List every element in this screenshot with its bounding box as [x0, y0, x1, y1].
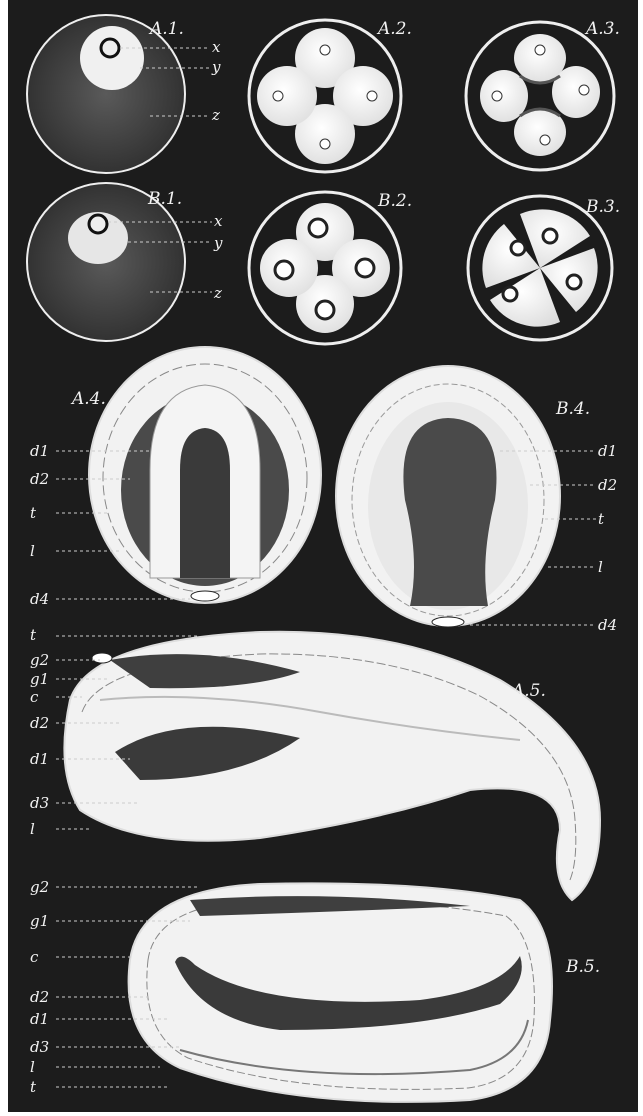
- b5-label-c: c: [30, 948, 39, 966]
- a1-nucleus: [101, 39, 119, 57]
- a4-label-d4: d4: [30, 590, 49, 608]
- a4-label-d1: d1: [30, 442, 49, 460]
- a5-label-d3: d3: [30, 794, 49, 812]
- b5-label-d3: d3: [30, 1038, 49, 1056]
- b5-label-l: l: [30, 1058, 35, 1076]
- a4-title: A.4.: [70, 389, 106, 409]
- a5-title: A.5.: [510, 681, 546, 701]
- b4-label-d2: d2: [598, 476, 617, 494]
- a1-label-x: x: [212, 38, 221, 56]
- b4-label-d4: d4: [598, 616, 617, 634]
- b5-label-t: t: [30, 1078, 37, 1096]
- b1-label-z: z: [213, 284, 222, 302]
- b5-label-d2: d2: [30, 988, 49, 1006]
- a4-label-d2: d2: [30, 470, 49, 488]
- a1-title: A.1.: [148, 19, 184, 39]
- b5-label-g2: g2: [30, 878, 49, 896]
- a4-label-t: t: [30, 504, 37, 522]
- a4-archenteron: [180, 428, 230, 578]
- a2-cell-left: [257, 66, 317, 126]
- a1-label-z: z: [211, 106, 220, 124]
- b4-title: B.4.: [555, 399, 590, 419]
- a3-cell: [552, 66, 600, 118]
- b1-label-y: y: [213, 234, 223, 252]
- b1-label-x: x: [214, 212, 223, 230]
- b2-title: B.2.: [377, 191, 412, 211]
- a5-label-g2: g2: [30, 651, 49, 669]
- a2-title: A.2.: [376, 19, 412, 39]
- b4-archenteron: [403, 418, 496, 606]
- a5-label-d1: d1: [30, 750, 49, 768]
- b5-label-g1: g1: [30, 912, 49, 930]
- a5-label-c: c: [30, 688, 39, 706]
- b1-title: B.1.: [147, 189, 182, 209]
- b5-label-d1: d1: [30, 1010, 49, 1028]
- a5-label-d2: d2: [30, 714, 49, 732]
- a5-label-l: l: [30, 820, 35, 838]
- b4-label-l: l: [598, 558, 603, 576]
- a1-label-y: y: [211, 58, 221, 76]
- a5-label-g1: g1: [30, 670, 49, 688]
- b4-label-t: t: [598, 510, 605, 528]
- b1-nucleus: [89, 215, 107, 233]
- b4-label-d1: d1: [598, 442, 617, 460]
- a4-label-l: l: [30, 542, 35, 560]
- b5-title: B.5.: [565, 957, 600, 977]
- a5-label-t: t: [30, 626, 37, 644]
- b3-title: B.3.: [585, 197, 620, 217]
- a3-title: A.3.: [584, 19, 620, 39]
